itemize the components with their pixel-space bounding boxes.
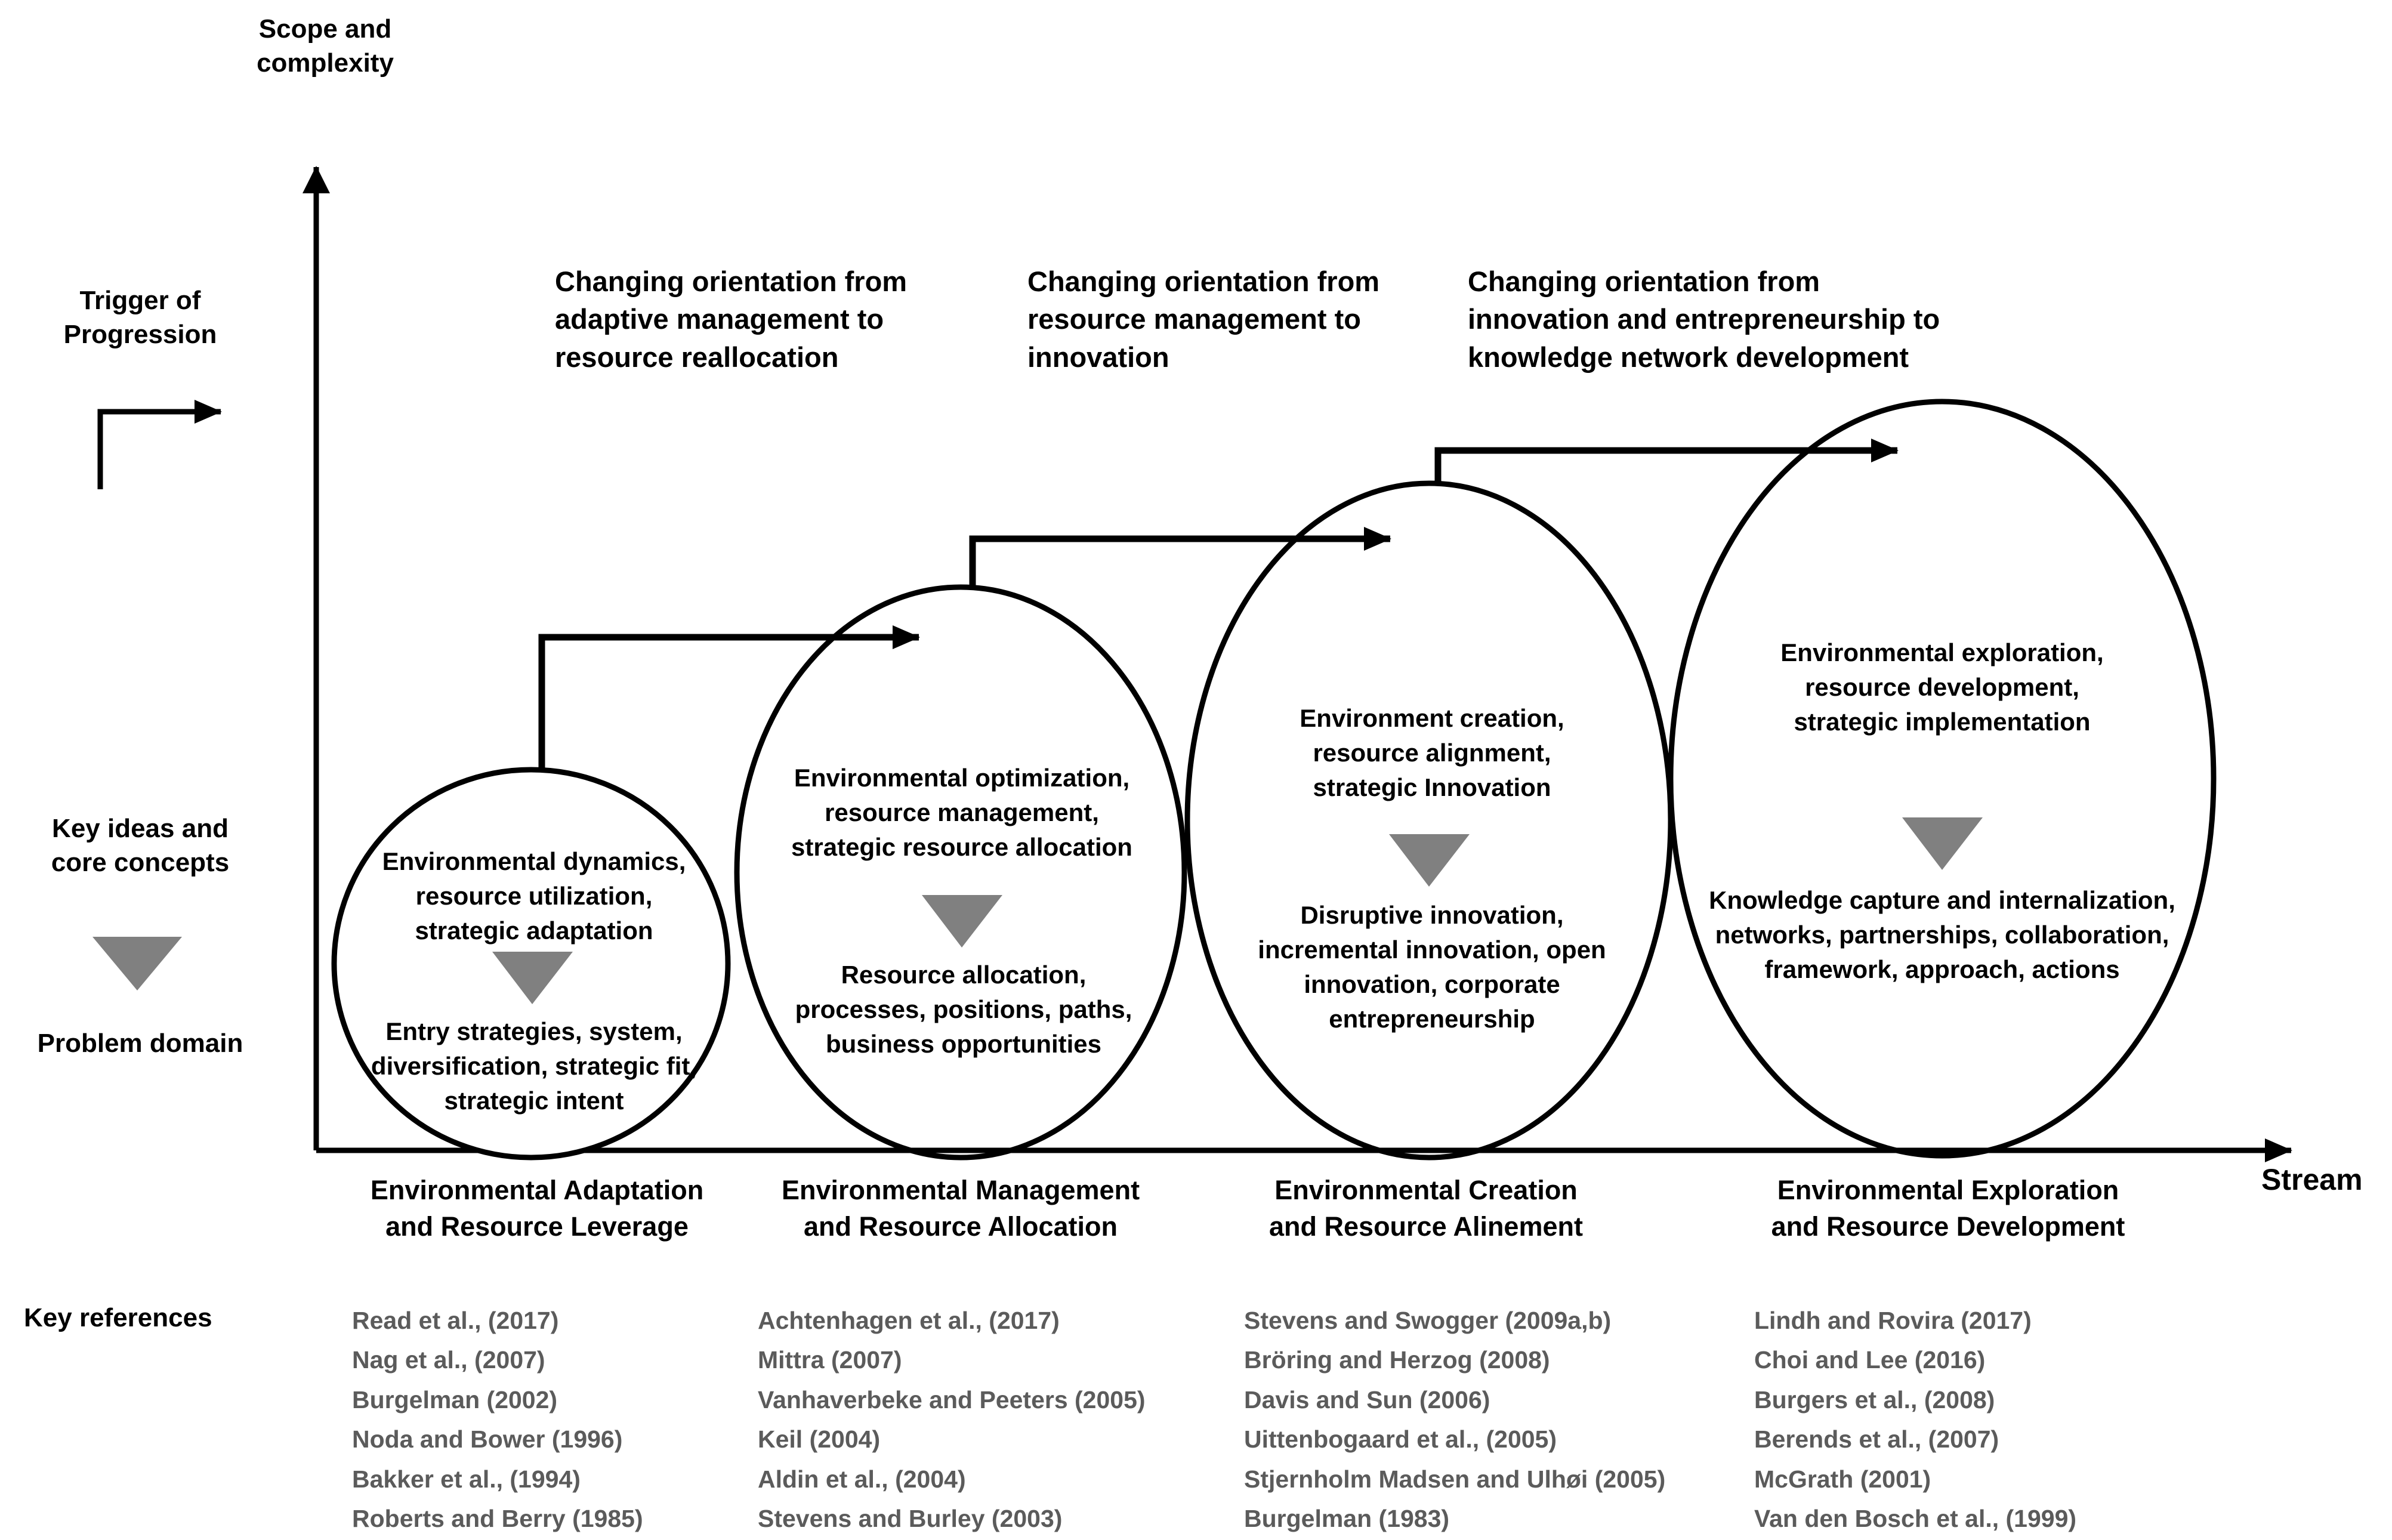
reference-item: Achtenhagen et al., (2017) [758, 1307, 1060, 1334]
reference-item: McGrath (2001) [1754, 1465, 1931, 1493]
reference-column-1: Read et al., (2017) Nag et al., (2007) B… [352, 1301, 643, 1538]
reference-item: Lindh and Rovira (2017) [1754, 1307, 2032, 1334]
progression-arrow-3 [1434, 439, 1899, 484]
reference-item: Choi and Lee (2016) [1754, 1346, 1986, 1374]
reference-item: Van den Bosch et al., (1999) [1754, 1505, 2077, 1533]
trigger-text-2: Changing orientation from resource manag… [1027, 266, 1380, 373]
row-label-trigger: Trigger of Progression [63, 286, 217, 350]
row-label-problem-domain: Problem domain [37, 1029, 243, 1058]
reference-item: Stjernholm Madsen and Ulhøi (2005) [1244, 1465, 1666, 1493]
stage-2-key-ideas: Environmental optimization, resource man… [791, 764, 1132, 861]
down-triangle-icon-1 [492, 952, 573, 1004]
stage-2-problem-domain: Resource allocation, processes, position… [795, 961, 1132, 1058]
reference-item: Burgers et al., (2008) [1754, 1385, 1995, 1414]
reference-column-2: Achtenhagen et al., (2017) Mittra (2007)… [758, 1301, 1146, 1538]
stage-1-problem-domain: Entry strategies, system, diversificatio… [371, 1017, 697, 1115]
reference-item: Bakker et al., (1994) [352, 1465, 581, 1493]
reference-item: Uittenbogaard et al., (2005) [1244, 1425, 1557, 1453]
reference-item: Bröring and Herzog (2008) [1244, 1346, 1550, 1374]
reference-column-4: Lindh and Rovira (2017) Choi and Lee (20… [1754, 1301, 2076, 1538]
stage-ellipse-3[interactable] [1184, 480, 1674, 1161]
reference-item: Davis and Sun (2006) [1244, 1385, 1490, 1414]
reference-item: Mittra (2007) [758, 1346, 902, 1374]
stream-name-2: Environmental Management and Resource Al… [781, 1175, 1140, 1242]
row-label-key-ideas: Key ideas and core concepts [51, 814, 230, 878]
reference-item: Keil (2004) [758, 1425, 881, 1453]
progression-arrow-1 [538, 625, 920, 770]
reference-column-3: Stevens and Swogger (2009a,b) Bröring an… [1244, 1301, 1665, 1538]
reference-item: Roberts and Berry (1985) [352, 1505, 643, 1533]
reference-item: Stevens and Swogger (2009a,b) [1244, 1307, 1612, 1334]
trigger-text-3: Changing orientation from innovation and… [1468, 266, 1940, 373]
stage-ellipse-4[interactable] [1668, 399, 2217, 1159]
reference-item: Aldin et al., (2004) [758, 1465, 966, 1493]
reference-item: Vanhaverbeke and Peeters (2005) [758, 1385, 1146, 1414]
reference-item: Burgelman (2002) [352, 1385, 558, 1414]
stage-4-problem-domain: Knowledge capture and internalization, n… [1709, 886, 2175, 983]
reference-item: Nag et al., (2007) [352, 1346, 545, 1374]
reference-item: Stevens and Burley (2003) [758, 1505, 1063, 1533]
down-triangle-icon-3 [1389, 834, 1470, 887]
trigger-legend-arrow-icon [97, 400, 222, 489]
stage-3-problem-domain: Disruptive innovation, incremental innov… [1258, 901, 1606, 1033]
stream-name-3: Environmental Creation and Resource Alin… [1269, 1175, 1583, 1242]
down-triangle-icon-row-label [92, 937, 182, 990]
stage-1-key-ideas: Environmental dynamics, resource utiliza… [382, 847, 686, 945]
stage-3-key-ideas: Environment creation, resource alignment… [1300, 704, 1564, 801]
stage-ellipse-2[interactable] [734, 584, 1187, 1161]
reference-item: Read et al., (2017) [352, 1307, 559, 1334]
trigger-text-1: Changing orientation from adaptive manag… [555, 266, 908, 373]
stream-name-4: Environmental Exploration and Resource D… [1771, 1175, 2125, 1242]
down-triangle-icon-4 [1902, 817, 1983, 870]
x-axis-label: Stream [2261, 1163, 2363, 1196]
reference-item: Noda and Bower (1996) [352, 1425, 623, 1453]
reference-item: Burgelman (1983) [1244, 1505, 1450, 1533]
row-label-key-references: Key references [24, 1303, 212, 1332]
progression-arrow-2 [969, 527, 1391, 588]
stage-4-key-ideas: Environmental exploration, resource deve… [1780, 638, 2104, 736]
stream-name-1: Environmental Adaptation and Resource Le… [370, 1175, 704, 1242]
reference-item: Berends et al., (2007) [1754, 1425, 1999, 1453]
y-axis-label: Scope and complexity [257, 14, 394, 78]
down-triangle-icon-2 [922, 895, 1002, 948]
